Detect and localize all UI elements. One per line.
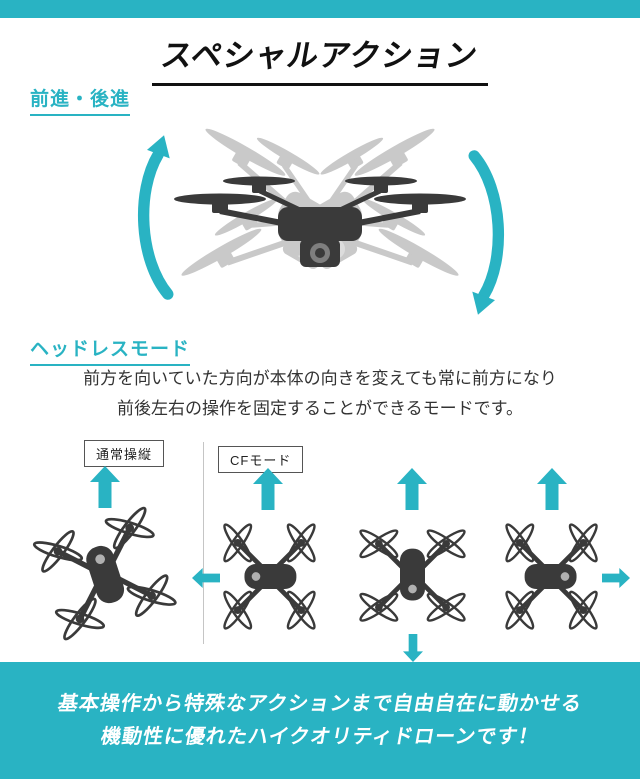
arrow-up-icon bbox=[253, 468, 283, 510]
curved-arrow-down-icon bbox=[468, 150, 504, 315]
headless-description-line1: 前方を向いていた方向が本体の向きを変えても常に前方になり bbox=[83, 369, 557, 388]
section-headless-mode: ヘッドレスモード bbox=[30, 334, 191, 366]
modes-figure: 通常操縦 CFモード bbox=[0, 438, 640, 662]
headless-description-line2: 前後左右の操作を固定することができるモードです。 bbox=[117, 398, 523, 418]
section-label-forward-backward: 前進・後進 bbox=[30, 84, 131, 116]
normal-mode-label: 通常操縦 bbox=[84, 440, 165, 467]
title-wrap: スペシャルアクション bbox=[0, 30, 640, 86]
footer-text: 基本操作から特殊なアクションまで自由自在に動かせる 機動性に優れたハイクオリティ… bbox=[0, 662, 640, 754]
headless-description: 前方を向いていた方向が本体の向きを変えても常に前方になり 前後左右の操作を固定す… bbox=[0, 364, 640, 424]
page-title: スペシャルアクション bbox=[151, 30, 489, 86]
forward-backward-figure bbox=[0, 108, 640, 334]
section-forward-backward: 前進・後進 bbox=[30, 84, 131, 116]
arrow-right-icon bbox=[602, 568, 630, 588]
arrow-up-icon bbox=[537, 468, 567, 510]
footer-banner: 基本操作から特殊なアクションまで自由自在に動かせる 機動性に優れたハイクオリティ… bbox=[0, 662, 640, 779]
curved-arrow-up-icon bbox=[138, 135, 174, 300]
drone-top-icon bbox=[206, 514, 331, 639]
footer-line2: 機動性に優れたハイクオリティドローンです！ bbox=[99, 726, 542, 748]
arrow-left-icon bbox=[192, 568, 220, 588]
mode-divider bbox=[203, 442, 204, 644]
top-accent-bar bbox=[0, 0, 640, 18]
cf-mode-label: CFモード bbox=[218, 446, 304, 473]
drone-top-icon bbox=[16, 484, 192, 660]
arrow-down-icon bbox=[403, 634, 423, 662]
drone-top-icon bbox=[350, 514, 475, 639]
footer-line1: 基本操作から特殊なアクションまで自由自在に動かせる bbox=[56, 693, 585, 715]
page-title-text: スペシャルアクション bbox=[158, 38, 481, 73]
section-label-headless-mode: ヘッドレスモード bbox=[30, 334, 191, 366]
arrow-up-icon bbox=[397, 468, 427, 510]
drone-top-icon bbox=[490, 514, 615, 639]
drone-front-icon bbox=[140, 110, 500, 332]
